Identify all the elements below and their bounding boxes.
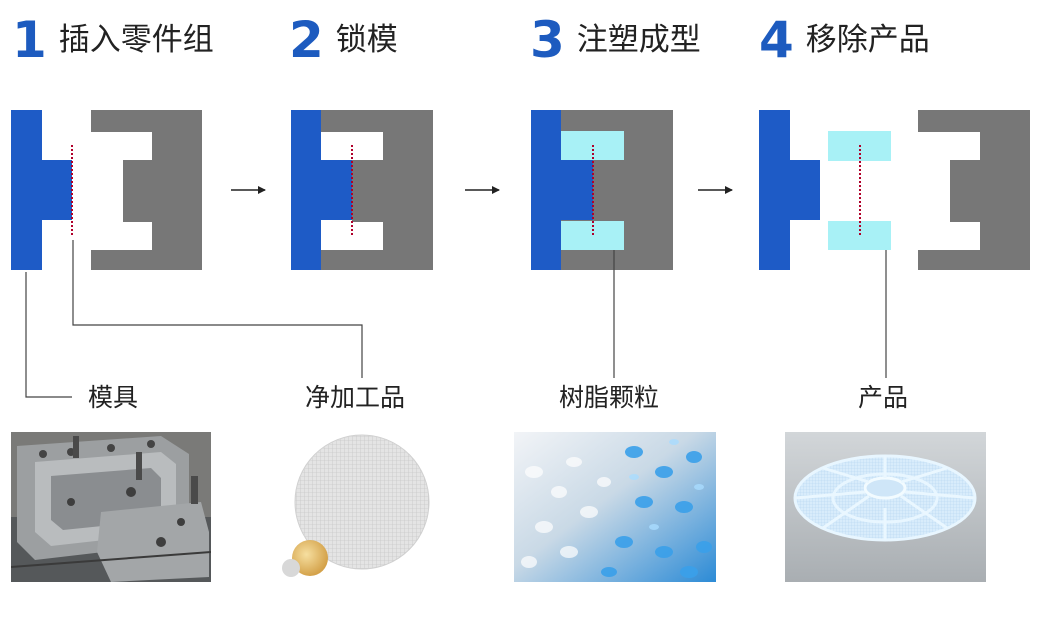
step-1-title: 1 插入零件组 <box>12 12 214 68</box>
step-3-mold <box>531 110 673 270</box>
step-3-number: 3 <box>530 11 565 69</box>
filter-photo <box>280 432 440 582</box>
step-2-number: 2 <box>289 11 324 69</box>
product-photo <box>785 432 986 582</box>
fixed-mold-half <box>291 110 352 270</box>
resin-photo <box>514 432 716 582</box>
caption-resin: 树脂颗粒 <box>559 383 660 412</box>
caption-product: 产品 <box>858 383 909 412</box>
fixed-mold-half <box>531 110 593 270</box>
moving-mold-half <box>918 110 1030 270</box>
step-2-label: 锁模 <box>335 21 398 58</box>
step-1-label: 插入零件组 <box>58 21 214 58</box>
step-2-mold <box>291 110 433 270</box>
leader-mold <box>25 272 72 398</box>
moving-mold-half <box>91 110 202 270</box>
step-3-title: 3 注塑成型 <box>530 12 701 68</box>
fixed-mold-half <box>11 110 72 270</box>
step-4-label: 移除产品 <box>805 21 930 58</box>
fixed-mold-half <box>759 110 820 270</box>
step-2-title: 2 锁模 <box>289 12 398 68</box>
leader-lines <box>25 240 887 398</box>
step-4-number: 4 <box>759 11 794 69</box>
step-4-mold <box>759 110 1030 270</box>
step-4-title: 4 移除产品 <box>759 12 930 68</box>
step-1-number: 1 <box>12 11 47 69</box>
step-1-mold <box>11 110 202 270</box>
caption-filter: 净加工品 <box>305 383 406 412</box>
leader-filter <box>72 240 363 378</box>
moving-mold-half <box>321 110 433 270</box>
mold-photo <box>11 432 211 582</box>
caption-mold: 模具 <box>88 383 139 412</box>
step-3-label: 注塑成型 <box>576 21 701 58</box>
